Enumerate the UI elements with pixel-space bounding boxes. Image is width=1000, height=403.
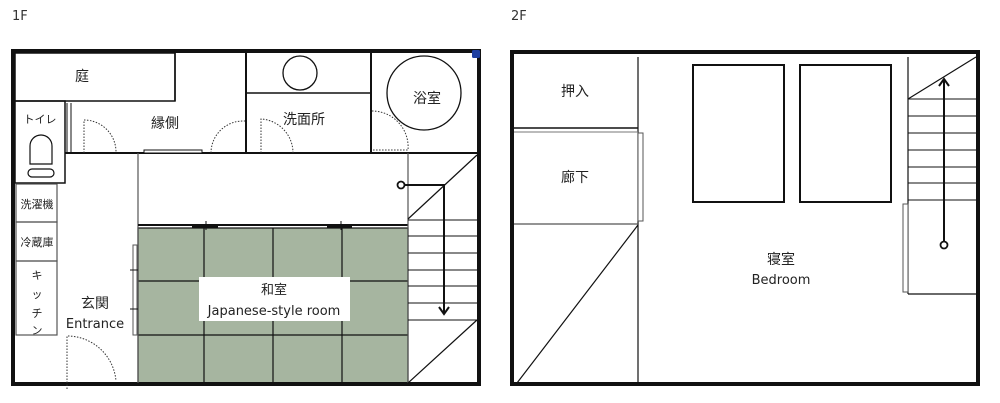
label-veranda: 縁側 — [151, 116, 179, 132]
label-kitchen-2: ッ — [32, 288, 43, 301]
label-bedroom-jp: 寝室 — [767, 251, 795, 268]
stair-direction-arrow-2f — [938, 77, 950, 250]
floor-plan-1f — [11, 49, 481, 389]
stair-treads-1f — [408, 219, 477, 321]
label-kitchen-4: ン — [32, 324, 43, 337]
label-bathroom: 浴室 — [413, 90, 441, 107]
japanese-room-label-box — [199, 277, 350, 321]
label-entrance-jp: 玄関 — [81, 295, 109, 312]
label-garden: 庭 — [75, 68, 89, 85]
label-kitchen-1: キ — [32, 269, 43, 282]
outer-wall-2f — [510, 50, 980, 386]
corner-badge-icon — [472, 50, 480, 58]
label-washroom: 洗面所 — [283, 112, 325, 128]
floor-plan-2f — [510, 50, 980, 386]
label-hallway: 廊下 — [561, 169, 589, 186]
floor-label-1f: 1F — [12, 9, 28, 24]
sink-icon — [282, 55, 318, 91]
stair-treads-2f — [908, 98, 977, 201]
label-kitchen-3: チ — [32, 307, 43, 320]
toilet-icon — [29, 134, 53, 165]
bed-2 — [799, 64, 892, 203]
label-closet: 押入 — [561, 84, 589, 100]
bed-1 — [692, 64, 785, 203]
bathtub-icon — [386, 55, 462, 131]
label-japanese-room-en: Japanese-style room — [207, 304, 341, 319]
outer-wall-1f — [11, 49, 481, 386]
toilet-room — [14, 100, 66, 184]
label-bedroom-en: Bedroom — [752, 273, 811, 288]
label-refrigerator: 冷蔵庫 — [21, 235, 54, 249]
floor-label-2f: 2F — [511, 9, 527, 24]
door-swings-1f — [66, 110, 409, 389]
garden-room — [14, 52, 176, 102]
stair-direction-arrow-1f — [396, 180, 450, 316]
label-washing-machine: 洗濯機 — [21, 197, 54, 211]
label-entrance-en: Entrance — [66, 317, 124, 332]
label-japanese-room-jp: 和室 — [261, 282, 287, 298]
label-toilet: トイレ — [24, 113, 57, 126]
